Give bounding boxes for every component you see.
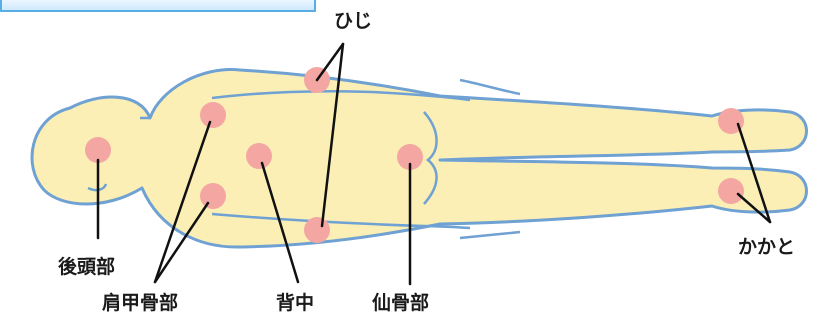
leader-heel-upper (736, 122, 772, 224)
pressure-spot-heel-upper (718, 108, 744, 134)
label-sacrum: 仙骨部 (372, 292, 430, 314)
pressure-spot-scapula-upper (200, 102, 226, 128)
label-scapula: 肩甲骨部 (102, 292, 179, 314)
pressure-spot-scapula-lower (200, 183, 226, 209)
label-heel: かかと (738, 236, 796, 258)
leader-scapula-upper (153, 120, 212, 284)
leader-lines (96, 42, 772, 286)
label-occiput: 後頭部 (58, 256, 116, 278)
leader-scapula-lower (153, 201, 210, 284)
leader-elbow-upper (315, 42, 345, 82)
leader-heel-lower (736, 192, 772, 224)
leader-back (260, 161, 300, 284)
pressure-spot-elbow-lower (304, 217, 330, 243)
leader-elbow-lower (320, 42, 345, 228)
label-back: 背中 (276, 292, 315, 314)
pressure-spot-heel-lower (718, 178, 744, 204)
sacrum-contour (423, 111, 438, 205)
pressure-spot-occiput (85, 137, 111, 163)
header-panel (0, 0, 316, 12)
upper-hand-line (459, 78, 521, 96)
pressure-spot-back (246, 143, 272, 169)
lower-arm-line (211, 212, 471, 230)
lower-hand-line (459, 230, 521, 240)
upper-arm-line (211, 90, 471, 102)
pressure-spot-sacrum (397, 144, 423, 170)
label-elbow: ひじ (334, 10, 373, 32)
